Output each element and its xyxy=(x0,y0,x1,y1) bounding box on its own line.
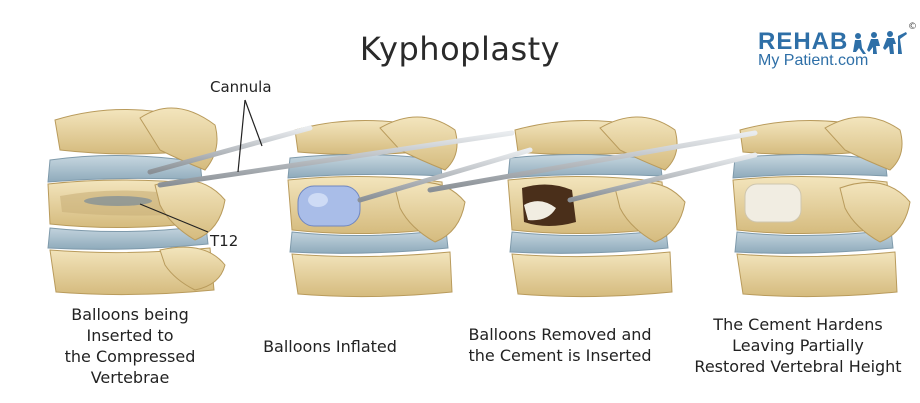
step-1-caption: Balloons being Inserted to the Compresse… xyxy=(64,305,196,387)
leader-lines xyxy=(139,99,263,233)
t12-label: T12 xyxy=(210,232,239,250)
vertebra-stack-4 xyxy=(732,116,911,298)
cannula-label: Cannula xyxy=(210,78,272,96)
hardened-cement xyxy=(744,183,802,223)
kyphoplasty-illustration xyxy=(47,99,911,298)
inflated-balloon xyxy=(297,185,361,227)
logo-mypatient-text: My Patient.com xyxy=(758,52,869,69)
diagram-title: Kyphoplasty xyxy=(359,30,561,68)
t12-leader xyxy=(139,203,209,233)
cement-fill xyxy=(524,201,556,221)
logo-rehab-text: REHAB xyxy=(758,28,849,55)
step-4-caption: The Cement Hardens Leaving Partially Res… xyxy=(694,315,902,376)
logo: REHAB My Patient.com © xyxy=(758,22,918,84)
cannula-rods xyxy=(147,125,758,203)
step-2-caption: Balloons Inflated xyxy=(263,337,397,356)
vertebra-stack-1 xyxy=(47,107,226,296)
figures-icon xyxy=(853,31,907,54)
vertebra-stack-3 xyxy=(507,116,686,298)
copyright-mark: © xyxy=(908,22,917,32)
vertebra-stack-2 xyxy=(287,116,466,298)
cannula-leader xyxy=(244,99,263,147)
step-3-caption: Balloons Removed and the Cement is Inser… xyxy=(468,325,652,365)
